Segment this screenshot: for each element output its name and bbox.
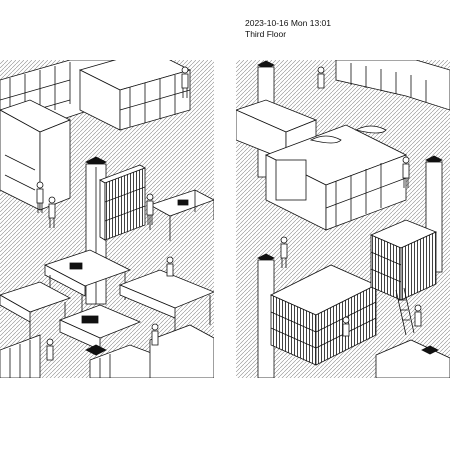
caption: 2023-10-16 Mon 13:01 Third Floor <box>245 18 331 40</box>
caption-timestamp: 2023-10-16 Mon 13:01 <box>245 18 332 28</box>
bottom-furniture <box>375 339 450 378</box>
bookshelf-right <box>369 219 438 301</box>
people <box>280 66 422 337</box>
caption-location: Third Floor <box>245 29 287 39</box>
raised-platform <box>265 124 407 231</box>
cube-shelf-upper <box>78 60 192 131</box>
right-panel <box>236 60 450 378</box>
bottom-shelves <box>0 324 214 378</box>
ladder <box>395 287 415 336</box>
study-table-5 <box>118 269 214 348</box>
bookshelf-cluster <box>99 164 146 241</box>
right-panel-drawing <box>236 60 450 378</box>
study-table-1 <box>149 189 214 241</box>
left-panel <box>0 60 214 378</box>
people <box>36 66 189 361</box>
study-table-3 <box>0 281 71 347</box>
back-shelves <box>335 60 450 111</box>
left-panel-drawing <box>0 60 214 378</box>
platform-block <box>0 99 71 211</box>
